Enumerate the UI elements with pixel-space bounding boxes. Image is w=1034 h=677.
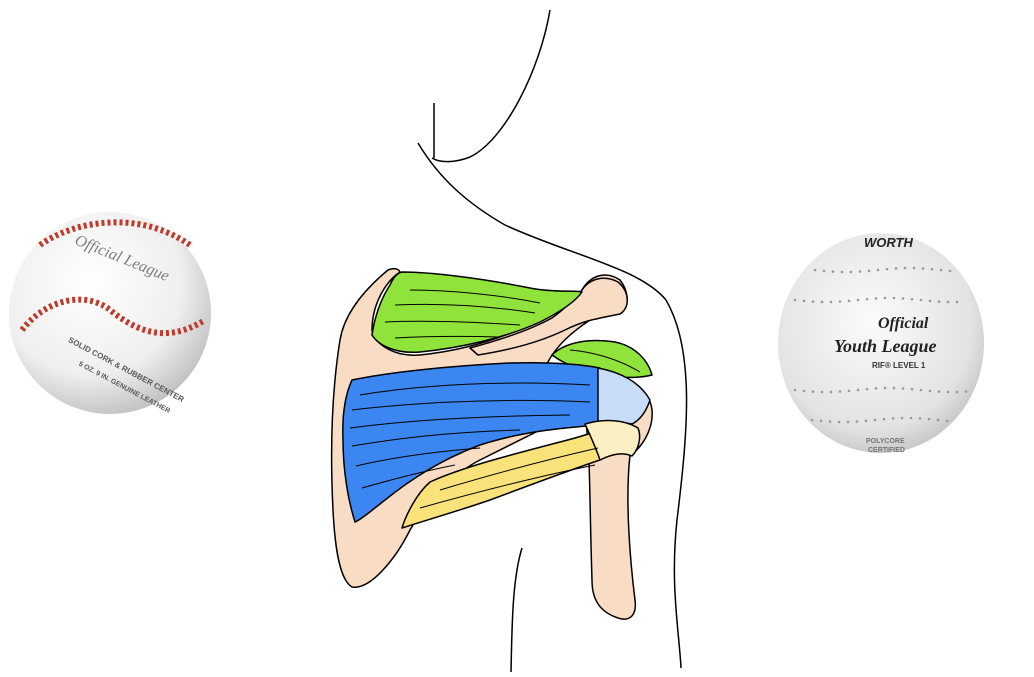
softball-stitch — [937, 419, 940, 422]
softball-stitch — [856, 420, 859, 423]
softball-stitch — [823, 270, 826, 273]
softball-stitch — [956, 301, 959, 304]
softball-stitch — [811, 419, 814, 422]
softball-stitch — [812, 390, 815, 393]
softball-stitch — [902, 387, 905, 390]
softball-stitch — [868, 270, 871, 273]
softball-stitch — [931, 268, 934, 271]
softball-stitch — [830, 301, 833, 304]
softball-bottom2: CERTIFIED — [868, 447, 905, 454]
softball-stitch — [883, 418, 886, 421]
softball-stitch — [875, 387, 878, 390]
softball-stitch — [848, 390, 851, 393]
softball-line2: Youth League — [834, 336, 937, 356]
softball-stitch — [902, 297, 905, 300]
softball-stitch — [803, 390, 806, 393]
softball-stitch — [940, 269, 943, 272]
softball-stitch — [919, 417, 922, 420]
softball-stitch — [949, 270, 952, 273]
softball-stitch — [911, 388, 914, 391]
softball-line3: RIF® LEVEL 1 — [872, 361, 926, 370]
softball-stitch — [920, 299, 923, 302]
softball-stitch — [886, 268, 889, 271]
softball-stitch — [893, 387, 896, 390]
softball-stitch — [956, 391, 959, 394]
softball-stitch — [910, 417, 913, 420]
softball-stitch — [895, 267, 898, 270]
softball-stitch — [794, 389, 797, 392]
baseball-image: Official League SOLID CORK & RUBBER CENT… — [9, 212, 211, 415]
softball-stitch — [839, 390, 842, 393]
softball-stitch — [884, 297, 887, 300]
softball-stitch — [874, 419, 877, 422]
softball-stitch — [832, 270, 835, 273]
softball-stitch — [848, 300, 851, 303]
softball-stitch — [928, 418, 931, 421]
softball-stitch — [901, 417, 904, 420]
softball-stitch — [904, 267, 907, 270]
softball-stitch — [911, 298, 914, 301]
softball-stitch — [859, 270, 862, 273]
softball-stitch — [920, 389, 923, 392]
softball-stitch — [893, 297, 896, 300]
softball-image: WORTH Official Youth League RIF® LEVEL 1… — [778, 233, 984, 454]
softball-stitch — [892, 417, 895, 420]
softball-stitch — [830, 391, 833, 394]
softball-stitch — [938, 390, 941, 393]
softball-stitch — [821, 391, 824, 394]
softball-stitch — [838, 421, 841, 424]
softball-stitch — [814, 269, 817, 272]
softball-stitch — [929, 390, 932, 393]
softball-stitch — [841, 271, 844, 274]
softball-stitch — [946, 420, 949, 423]
softball-stitch — [922, 267, 925, 270]
softball-stitch — [803, 300, 806, 303]
softball-stitch — [875, 297, 878, 300]
softball-stitch — [947, 301, 950, 304]
softball-stitch — [965, 390, 968, 393]
softball-line1: Official — [878, 315, 929, 332]
face-chin-outline — [432, 10, 550, 162]
softball-stitch — [866, 298, 869, 301]
softball-stitch — [812, 300, 815, 303]
softball-stitch — [877, 269, 880, 272]
softball-stitch — [839, 300, 842, 303]
softball-stitch — [865, 420, 868, 423]
shoulder-anatomy-illustration — [332, 10, 687, 672]
softball-stitch — [938, 300, 941, 303]
softball-stitch — [857, 299, 860, 302]
softball-brand: WORTH — [864, 235, 913, 250]
softball-stitch — [884, 387, 887, 390]
softball-stitch — [794, 299, 797, 302]
softball-stitch — [947, 391, 950, 394]
softball-stitch — [857, 389, 860, 392]
softball-stitch — [829, 420, 832, 423]
softball-stitch — [866, 388, 869, 391]
softball-stitch — [850, 271, 853, 274]
softball-stitch — [913, 267, 916, 270]
softball-stitch — [821, 301, 824, 304]
softball-stitch — [929, 300, 932, 303]
torso-back-line — [511, 548, 522, 672]
softball-bottom1: POLYCORE — [866, 438, 905, 445]
softball-stitch — [820, 420, 823, 423]
softball-stitch — [847, 421, 850, 424]
